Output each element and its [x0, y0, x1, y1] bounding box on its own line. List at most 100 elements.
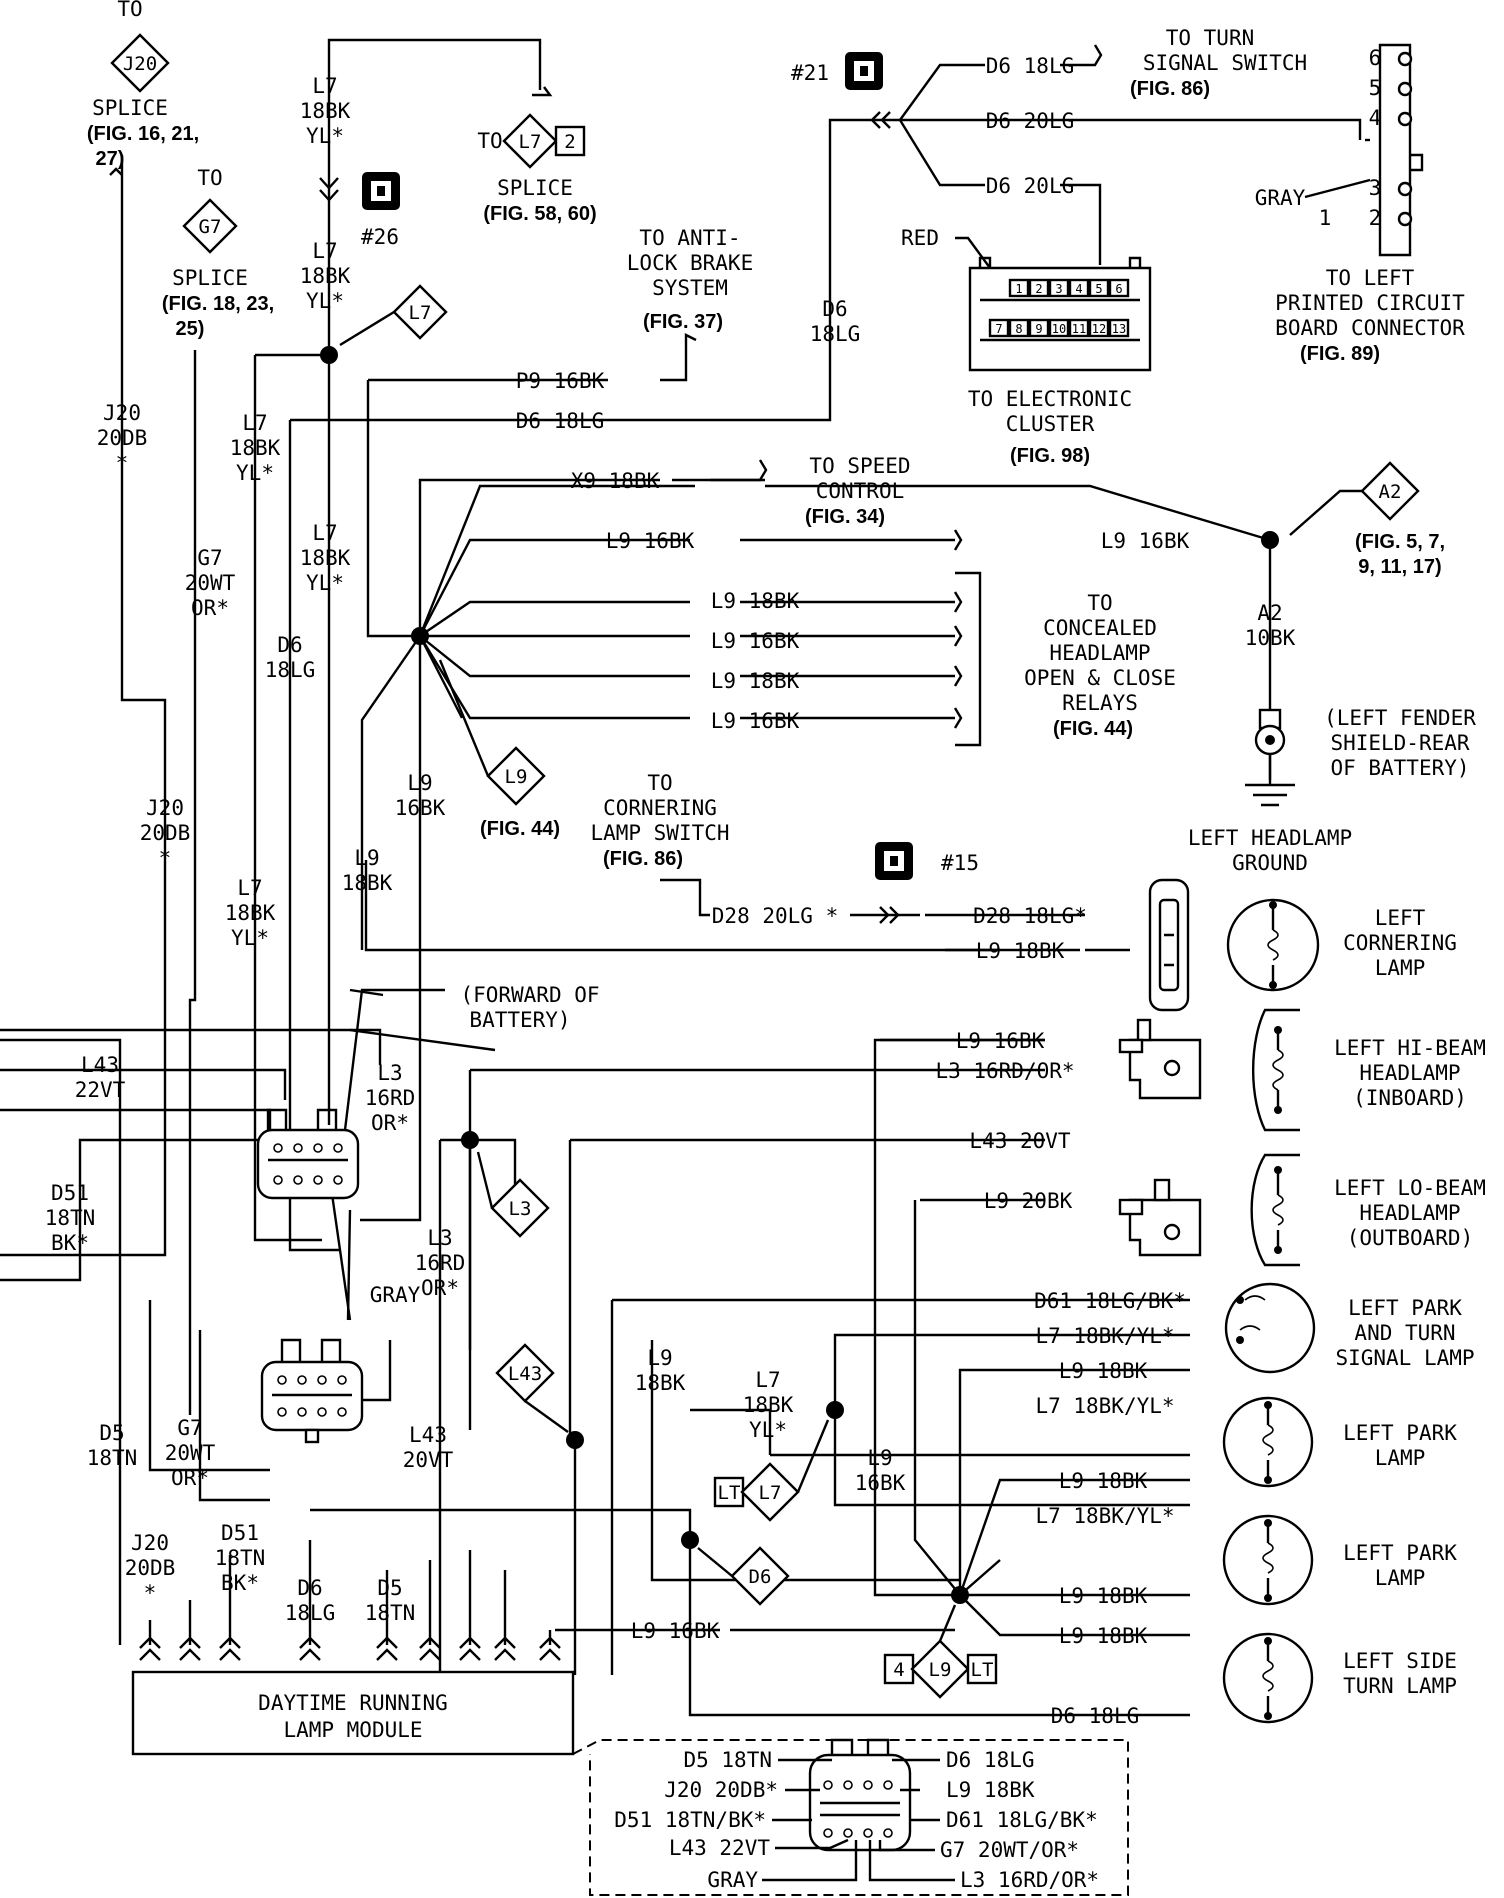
svg-text:D51: D51 — [51, 1181, 89, 1205]
svg-text:18BK: 18BK — [300, 99, 351, 123]
label-to-concealed-2: CONCEALED — [1043, 616, 1157, 640]
tag-l3: L3 — [476, 1151, 550, 1238]
label-fig-speed: (FIG. 34) — [805, 506, 885, 528]
lamp-hibeam — [1251, 1008, 1300, 1132]
label-to-corner-3: LAMP SWITCH — [590, 821, 729, 845]
svg-text:L9: L9 — [407, 771, 432, 795]
label-fig-turn: (FIG. 86) — [1130, 78, 1210, 100]
label-to-concealed-1: TO — [1087, 591, 1112, 615]
label-splice-j20: SPLICE — [92, 96, 168, 120]
cluster-pin-box — [1108, 278, 1130, 298]
gray-link — [346, 1209, 352, 1321]
label-gray2: GRAY — [370, 1283, 421, 1307]
label-fig-a2-a: (FIG. 5, 7, — [1355, 531, 1445, 553]
svg-text:BK*: BK* — [221, 1571, 259, 1595]
tag-lt-b: LT — [971, 1659, 994, 1681]
legend-j20: J20 20DB* — [664, 1778, 778, 1802]
svg-text:LEFT PARK: LEFT PARK — [1343, 1541, 1457, 1565]
svg-text:18LG: 18LG — [265, 658, 316, 682]
label-to-turn-1: TO TURN — [1166, 26, 1255, 50]
tag-pin4: 4 — [893, 1659, 904, 1681]
cluster-pin-box — [988, 318, 1010, 338]
label-to-turn-2: SIGNAL SWITCH — [1143, 51, 1307, 75]
label-to-abs-1: TO ANTI- — [639, 226, 740, 250]
wire-l9-hi: L9 16BK — [956, 1029, 1045, 1053]
tag-j20: J20 — [110, 33, 170, 93]
wire-l9-park1: L9 18BK — [1059, 1359, 1148, 1383]
label-fig-pcb: (FIG. 89) — [1300, 343, 1380, 365]
label-ground-4: LEFT HEADLAMP — [1188, 826, 1352, 850]
svg-text:16RD: 16RD — [415, 1251, 466, 1275]
wire-d6-20-b: D6 20LG — [986, 174, 1075, 198]
svg-text:L7: L7 — [312, 521, 337, 545]
lamp-park-turn — [1224, 1282, 1316, 1374]
tag-l7-top-pin: 2 — [564, 131, 575, 153]
label-to-corner-2: CORNERING — [603, 796, 717, 820]
labels: TO SPLICE (FIG. 16, 21, 27) TO SPLICE (F… — [87, 0, 1476, 1307]
legend-l43: L43 22VT — [669, 1836, 771, 1860]
tag-l7-mid-text: L7 — [409, 302, 432, 324]
ground-symbol — [1245, 708, 1295, 807]
svg-text:D6: D6 — [297, 1576, 322, 1600]
pcb-pin-number: 5 — [1369, 76, 1382, 100]
cluster-pin-number: 4 — [1075, 282, 1082, 296]
tag-l7-low: L7 — [759, 1482, 782, 1504]
lobeam-connector — [1118, 1178, 1202, 1257]
wire-d6-20-a: D6 20LG — [986, 109, 1075, 133]
drl-module: DAYTIME RUNNING LAMP MODULE — [131, 1636, 575, 1756]
cluster-pin-number: 13 — [1112, 322, 1126, 336]
label-red: RED — [901, 226, 939, 250]
svg-text:*: * — [116, 451, 129, 475]
tag-l43: L43 — [495, 1343, 569, 1433]
legend-g7: G7 20WT/OR* — [940, 1838, 1079, 1862]
label-c21: #21 — [791, 61, 829, 85]
tag-l3-text: L3 — [509, 1198, 532, 1220]
label-to-pcb-1: TO LEFT — [1326, 266, 1415, 290]
pcb-pin-number: 4 — [1369, 106, 1382, 130]
svg-text:18TN: 18TN — [215, 1546, 266, 1570]
pcb-pin-contact — [1397, 111, 1413, 127]
legend-l9: L9 18BK — [946, 1778, 1035, 1802]
legend-d51: D51 18TN/BK* — [614, 1808, 766, 1832]
svg-text:LEFT: LEFT — [1375, 906, 1426, 930]
wire-d28-b: D28 18LG* — [973, 904, 1087, 928]
svg-text:18BK: 18BK — [225, 901, 276, 925]
wire-l7-park2: L7 18BK/YL* — [1035, 1394, 1174, 1418]
cluster-pin-box — [1088, 278, 1110, 298]
label-to-pcb-3: BOARD CONNECTOR — [1275, 316, 1465, 340]
pcb-pin-contact — [1397, 51, 1413, 67]
cluster-pin-number: 12 — [1092, 322, 1106, 336]
tag-a2-text: A2 — [1379, 481, 1402, 503]
label-fig-corner: (FIG. 86) — [603, 848, 683, 870]
svg-text:10BK: 10BK — [1245, 626, 1296, 650]
svg-text:YL*: YL* — [306, 124, 344, 148]
svg-text:L7: L7 — [242, 411, 267, 435]
svg-text:G7: G7 — [177, 1416, 202, 1440]
svg-text:D51: D51 — [221, 1521, 259, 1545]
svg-text:16BK: 16BK — [395, 796, 446, 820]
wire-l9-corner: L9 18BK — [976, 939, 1065, 963]
svg-text:OR*: OR* — [421, 1276, 459, 1300]
connector-15-icon — [875, 842, 913, 880]
cluster-pin-number: 5 — [1095, 282, 1102, 296]
svg-text:HEADLAMP: HEADLAMP — [1359, 1061, 1460, 1085]
svg-text:BK*: BK* — [51, 1231, 89, 1255]
wire-d6-turn: D6 18LG — [986, 54, 1075, 78]
svg-text:YL*: YL* — [236, 461, 274, 485]
wire-l9-r4: L9 16BK — [711, 709, 800, 733]
svg-text:L7: L7 — [312, 239, 337, 263]
svg-text:J20: J20 — [103, 401, 141, 425]
